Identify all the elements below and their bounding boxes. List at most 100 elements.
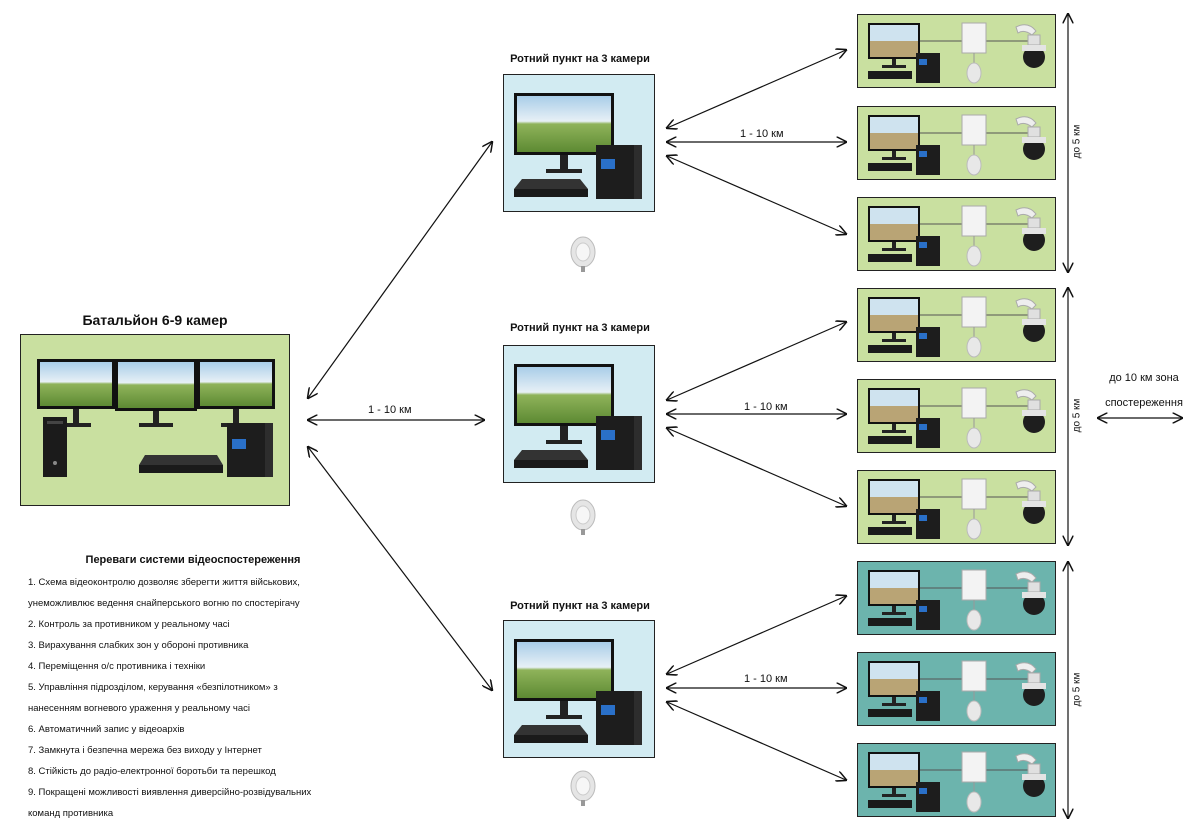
ptz-camera-icon	[1015, 480, 1046, 524]
benefit-line: команд противника	[28, 808, 114, 819]
company-2-box	[503, 345, 655, 483]
observation-post-4	[857, 288, 1056, 362]
monitor-icon	[37, 359, 115, 427]
company-2-title: Ротний пункт на 3 камери	[510, 322, 650, 334]
company-3-box	[503, 620, 655, 758]
ups-icon	[916, 145, 940, 175]
distance-group-1-label: до 5 км	[1071, 124, 1083, 159]
dish-antenna-icon	[966, 609, 982, 631]
company-1-title: Ротний пункт на 3 камери	[510, 53, 650, 65]
battalion-title: Батальйон 6-9 камер	[82, 312, 228, 328]
benefit-line: 3. Вирахування слабких зон у обороні про…	[28, 640, 249, 651]
dvr-icon	[868, 618, 912, 626]
company-equipment	[514, 93, 642, 199]
observation-post-6	[857, 470, 1056, 544]
dish-antenna-icon	[570, 770, 596, 806]
ptz-camera-icon	[1015, 571, 1046, 615]
dish-antenna-icon	[966, 518, 982, 540]
ups-icon	[916, 53, 940, 83]
observation-post-1	[857, 14, 1056, 88]
ptz-camera-icon	[1015, 662, 1046, 706]
monitor-icon	[514, 93, 614, 173]
dvr-icon	[868, 254, 912, 262]
ups-icon	[916, 509, 940, 539]
monitor-icon	[868, 23, 920, 68]
company-equipment	[514, 639, 642, 745]
ups-icon	[916, 782, 940, 812]
junction-box-icon	[961, 387, 987, 430]
observation-post-2	[857, 106, 1056, 180]
benefit-line: 8. Стійкість до радіо-електронної бороть…	[28, 766, 276, 777]
benefit-line: 2. Контроль за противником у реальному ч…	[28, 619, 230, 630]
arrow-c2-post-3	[667, 428, 846, 506]
observation-post-3	[857, 197, 1056, 271]
dvr-icon	[139, 455, 223, 473]
monitor-icon	[115, 359, 197, 427]
arrow-c1-post-1	[667, 50, 846, 128]
dish-antenna-icon	[966, 791, 982, 813]
benefit-line: 6. Автоматичний запис у відеоархів	[28, 724, 185, 735]
benefit-line: 4. Переміщення о/с противника і техніки	[28, 661, 206, 672]
ups-icon	[227, 423, 273, 477]
dvr-icon	[868, 163, 912, 171]
dish-antenna-icon	[966, 336, 982, 358]
company-1-box	[503, 74, 655, 212]
main-link-label: 1 - 10 км	[368, 404, 412, 416]
dvr-icon	[868, 345, 912, 353]
observation-post-8	[857, 652, 1056, 726]
arrow-battalion-company-3	[308, 447, 492, 690]
monitor-icon	[868, 297, 920, 342]
dvr-icon	[514, 450, 588, 468]
benefit-line: нанесенням вогневого ураження у реальном…	[28, 703, 251, 714]
junction-box-icon	[961, 296, 987, 339]
benefit-line: унеможливлює ведення снайперського вогню…	[28, 598, 300, 609]
benefits-title: Переваги системи відеоспостереження	[85, 554, 301, 566]
dvr-icon	[514, 179, 588, 197]
benefit-line: 5. Управління підрозділом, керування «бе…	[28, 682, 278, 693]
ptz-camera-icon	[1015, 298, 1046, 342]
monitor-icon	[514, 639, 614, 719]
dvr-icon	[868, 436, 912, 444]
benefit-line: 7. Замкнута і безпечна мережа без виходу…	[28, 745, 262, 756]
ups-icon	[596, 145, 642, 199]
battalion-box	[20, 334, 290, 506]
junction-box-icon	[961, 751, 987, 794]
arrow-battalion-company-1	[308, 142, 492, 398]
ups-icon	[916, 236, 940, 266]
company-equipment	[514, 364, 642, 470]
arrow-c1-post-3	[667, 156, 846, 234]
ptz-camera-icon	[1015, 207, 1046, 251]
junction-box-icon	[961, 569, 987, 612]
junction-box-icon	[961, 114, 987, 157]
dish-antenna-icon	[966, 62, 982, 84]
arrow-c3-post-3	[667, 702, 846, 780]
observation-post-5	[857, 379, 1056, 453]
pc-tower-icon	[43, 417, 67, 477]
observation-post-7	[857, 561, 1056, 635]
dish-antenna-icon	[966, 245, 982, 267]
dish-antenna-icon	[966, 154, 982, 176]
dvr-icon	[868, 71, 912, 79]
company-2-link-label: 1 - 10 км	[744, 401, 788, 413]
monitor-icon	[868, 570, 920, 615]
ups-icon	[916, 418, 940, 448]
company-3-title: Ротний пункт на 3 камери	[510, 600, 650, 612]
distance-group-2-label: до 5 км	[1071, 398, 1083, 433]
junction-box-icon	[961, 205, 987, 248]
monitor-icon	[514, 364, 614, 444]
arrow-c2-post-1	[667, 322, 846, 400]
ptz-camera-icon	[1015, 389, 1046, 433]
dvr-icon	[868, 800, 912, 808]
ups-icon	[916, 691, 940, 721]
ptz-camera-icon	[1015, 753, 1046, 797]
monitor-icon	[868, 661, 920, 706]
distance-group-3-label: до 5 км	[1071, 672, 1083, 707]
benefits-section: Переваги системи відеоспостереження 1. С…	[28, 552, 368, 824]
monitor-icon	[868, 115, 920, 160]
dvr-icon	[514, 725, 588, 743]
dish-antenna-icon	[966, 427, 982, 449]
junction-box-icon	[961, 22, 987, 65]
dish-antenna-icon	[966, 700, 982, 722]
observation-post-9	[857, 743, 1056, 817]
